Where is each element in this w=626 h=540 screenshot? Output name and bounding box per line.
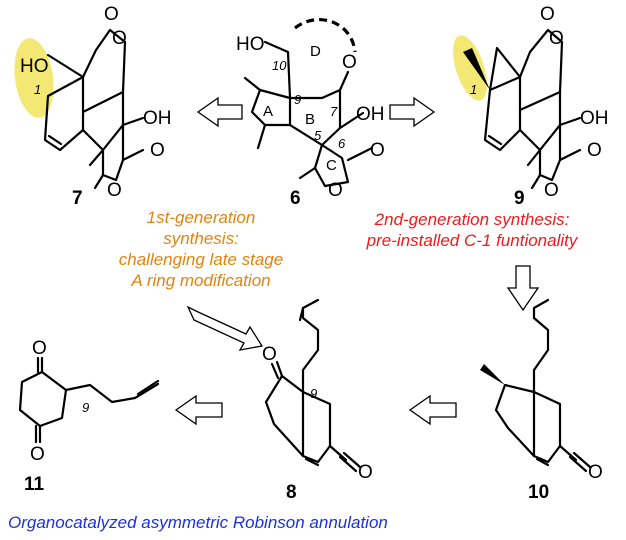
compound-6: HO O OH O O A B C D 10 9 7 5 6 6	[236, 17, 385, 209]
retro-arrow-6-to-9	[389, 96, 436, 128]
o-carbonyl-7: O	[104, 4, 119, 25]
retro-arrow-first-gen	[186, 305, 264, 351]
caption-second-line-1: 2nd-generation synthesis:	[374, 210, 570, 229]
caption-first-line-4: A ring modification	[131, 271, 271, 290]
compound-id-11: 11	[24, 474, 45, 495]
retro-arrow-6-to-7	[196, 96, 243, 128]
compound-8: O O 9 8	[262, 298, 373, 503]
locant-7-6: 7	[330, 104, 338, 119]
c1-highlight-7	[14, 38, 54, 118]
compound-id-8: 8	[286, 482, 297, 503]
retro-arrow-10-to-8	[408, 394, 457, 426]
oh-6: OH	[356, 104, 385, 125]
caption-first-generation: 1st-generation synthesis: challenging la…	[108, 207, 294, 291]
c1-highlight-9	[453, 35, 487, 101]
locant-1-7: 1	[34, 82, 41, 97]
o-top-11: O	[32, 338, 47, 359]
compound-id-9: 9	[514, 188, 525, 209]
locant-9-8: 9	[310, 386, 317, 401]
scheme-title: Organocatalyzed asymmetric Robinson annu…	[8, 513, 388, 532]
locant-9-6: 9	[294, 92, 301, 107]
caption-first-line-2: synthesis:	[163, 229, 239, 248]
oh-9: OH	[580, 108, 609, 129]
o-carbonyl2-9: O	[587, 140, 602, 161]
ho-7: HO	[20, 56, 49, 77]
caption-first-line-3: challenging late stage	[118, 250, 284, 269]
o-carbonyl-9: O	[540, 4, 555, 25]
ring-label-c: C	[326, 157, 337, 174]
o-ketone-8: O	[262, 344, 277, 365]
locant-5-6: 5	[314, 128, 322, 143]
o-carbonyl2-7: O	[150, 140, 165, 161]
o-bottom-11: O	[30, 444, 45, 465]
compound-id-7: 7	[72, 188, 83, 209]
compound-11: O O 9 11	[18, 338, 160, 495]
locant-6-6: 6	[338, 136, 346, 151]
ho-6: HO	[236, 34, 265, 55]
o-lactone-6: O	[328, 180, 343, 201]
compound-9: O O OH O O 1 9	[453, 4, 609, 209]
o-enone-8: O	[358, 462, 373, 483]
compound-id-10: 10	[528, 482, 549, 503]
caption-first-line-1: 1st-generation	[146, 208, 256, 227]
locant-9-11: 9	[82, 400, 89, 415]
o-carbonyl-6: O	[370, 140, 385, 161]
caption-second-generation: 2nd-generation synthesis: pre-installed …	[322, 209, 622, 251]
o-lactone-7: O	[112, 28, 127, 49]
compound-7: O O HO OH O O 1 7	[14, 4, 172, 209]
retro-arrow-9-to-10	[506, 265, 540, 312]
o-ring-6: O	[342, 52, 357, 73]
oh-7: OH	[143, 108, 172, 129]
o-enone-10: O	[588, 462, 603, 483]
o-ring-9: O	[544, 180, 559, 201]
locant-10-6: 10	[272, 58, 287, 73]
compound-id-6: 6	[290, 188, 301, 209]
o-lactone-9: O	[549, 28, 564, 49]
ring-d-dashed-bridge	[294, 17, 357, 53]
caption-second-line-2: pre-installed C-1 funtionality	[366, 231, 578, 250]
retro-arrow-8-to-11	[174, 394, 223, 426]
locant-1-9: 1	[470, 82, 477, 97]
o-ring-7: O	[107, 180, 122, 201]
ring-label-a: A	[263, 103, 273, 120]
ring-label-b: B	[305, 111, 315, 128]
compound-10: O 10	[480, 298, 603, 503]
ring-label-d: D	[310, 43, 321, 60]
